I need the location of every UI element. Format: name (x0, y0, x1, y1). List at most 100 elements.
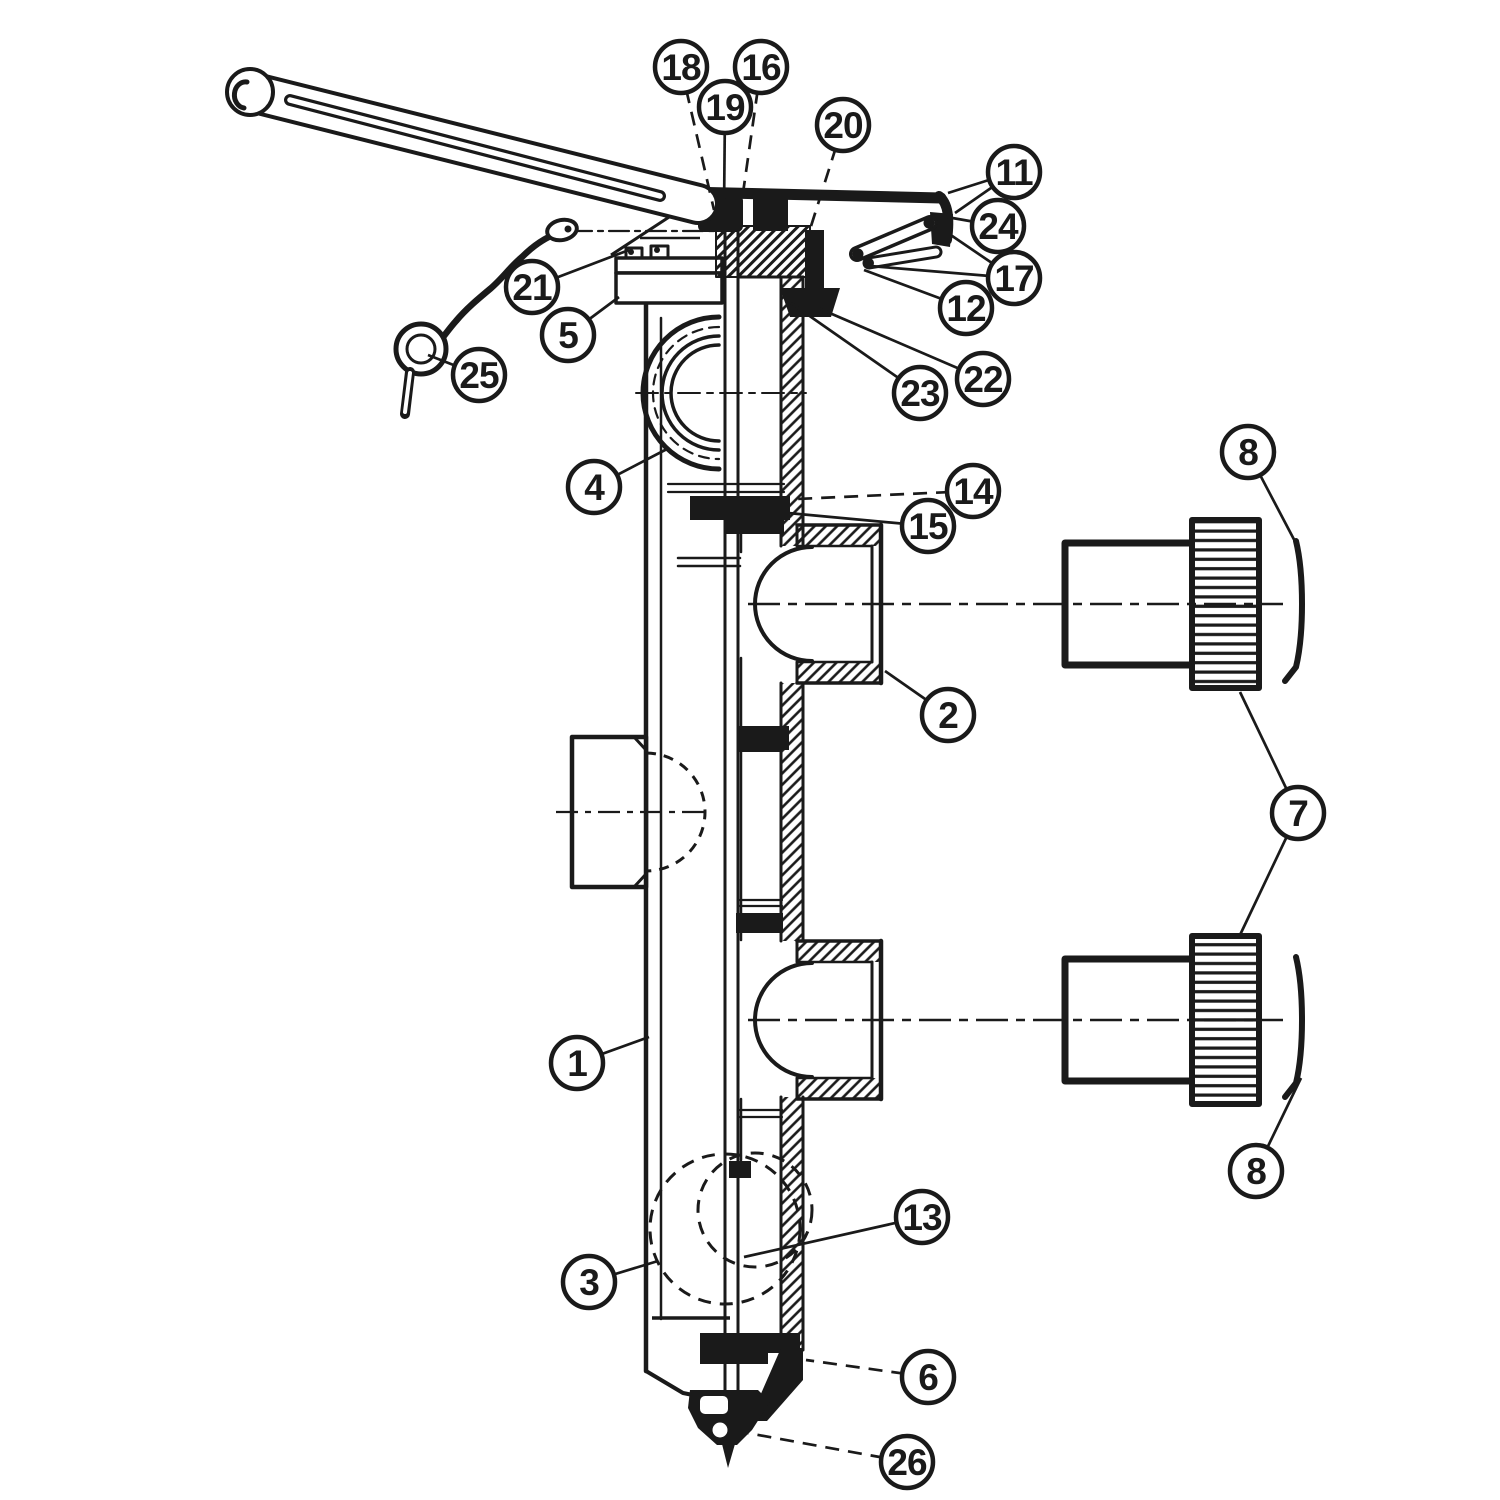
callout-18: 18 (652, 38, 710, 96)
callout-19: 19 (696, 78, 754, 136)
callout-14: 14 (944, 462, 1002, 520)
callout-circle (899, 1348, 957, 1406)
callout-circle (985, 249, 1043, 307)
callout-20: 20 (814, 96, 872, 154)
top-assembly (570, 186, 954, 317)
lanyard-chain (431, 229, 562, 352)
callout-circle (919, 686, 977, 744)
ball-hidden (648, 1151, 814, 1320)
leader-line-22 (817, 306, 984, 381)
callout-22: 22 (954, 350, 1012, 408)
callout-number: 2 (938, 695, 958, 736)
callout-number: 21 (512, 267, 552, 308)
callout-24: 24 (969, 197, 1027, 255)
callout-25: 25 (450, 346, 508, 404)
callout-circle (696, 78, 754, 136)
callout-circle (944, 462, 1002, 520)
callout-circle (893, 1188, 951, 1246)
drain-tip (722, 1444, 735, 1468)
callout-number: 3 (579, 1262, 599, 1303)
centerlines (748, 602, 1283, 1022)
handle-knob-slot (231, 79, 250, 111)
callout-1: 1 (548, 1034, 606, 1092)
callout-number: 17 (994, 258, 1033, 299)
callout-11: 11 (985, 143, 1043, 201)
callout-circle (954, 350, 1012, 408)
callout-23: 23 (891, 364, 949, 422)
callout-number: 15 (908, 506, 948, 547)
leader-line-6 (805, 1358, 929, 1379)
callout-13: 13 (893, 1188, 951, 1246)
callout-circle (985, 143, 1043, 201)
drain-hole (712, 1422, 728, 1438)
retainer-clip (1282, 538, 1305, 684)
callout-number: 13 (902, 1197, 942, 1238)
callout-5: 5 (539, 306, 597, 364)
callout-circle (1269, 784, 1327, 842)
callout-circle (1219, 423, 1277, 481)
callout-number: 6 (918, 1357, 938, 1398)
callout-17: 17 (985, 249, 1043, 307)
callout-circle (891, 364, 949, 422)
callout-number: 5 (558, 315, 578, 356)
callout-circle (548, 1034, 606, 1092)
callout-12: 12 (937, 279, 995, 337)
callout-circle (652, 38, 710, 96)
callout-number: 4 (584, 467, 605, 508)
callout-number: 23 (900, 373, 940, 414)
callout-circle (878, 1433, 936, 1491)
callout-circle (1227, 1142, 1285, 1200)
top-plate (680, 186, 947, 204)
callout-number: 1 (567, 1043, 587, 1084)
callout-circle (450, 346, 508, 404)
bottom-assembly (644, 1333, 803, 1468)
callout-number: 18 (661, 47, 701, 88)
pull-ring (393, 321, 449, 377)
callout-circle (539, 306, 597, 364)
callout-8-upper: 8 (1219, 423, 1277, 481)
mid-port (753, 522, 884, 686)
callout-number: 22 (963, 359, 1003, 400)
callout-3: 3 (560, 1253, 618, 1311)
callout-circle (969, 197, 1027, 255)
callout-number: 14 (953, 471, 994, 512)
callout-number: 8 (1238, 432, 1258, 473)
lanyard-eyelet (545, 217, 579, 243)
spring-block (753, 199, 788, 231)
valve-stem (723, 230, 740, 1435)
linkage-arms (849, 215, 943, 270)
callout-8-lower: 8 (1227, 1142, 1285, 1200)
callout-16: 16 (732, 38, 790, 96)
callout-circle (937, 279, 995, 337)
retainer-clip (1282, 954, 1305, 1100)
callout-circle (503, 258, 561, 316)
callout-circle (814, 96, 872, 154)
callout-number: 25 (459, 355, 499, 396)
callout-number: 20 (823, 105, 863, 146)
callout-number: 16 (741, 47, 781, 88)
callout-21: 21 (503, 258, 561, 316)
callout-circle (560, 1253, 618, 1311)
leader-line-20 (804, 124, 845, 243)
callout-circle (732, 38, 790, 96)
callout-6: 6 (899, 1348, 957, 1406)
callout-number: 19 (705, 87, 745, 128)
pivot-housing (635, 314, 807, 472)
callout-number: 8 (1246, 1151, 1266, 1192)
callout-circle (565, 458, 623, 516)
lanyard (393, 217, 579, 419)
callout-circle (899, 497, 957, 555)
leader-line-13 (743, 1215, 923, 1259)
callout-number: 12 (946, 288, 986, 329)
callout-2: 2 (919, 686, 977, 744)
callout-number: 24 (978, 206, 1019, 247)
spring (715, 225, 811, 278)
callout-15: 15 (899, 497, 957, 555)
callout-26: 26 (878, 1433, 936, 1491)
callout-number: 11 (995, 152, 1033, 193)
callout-number: 26 (887, 1442, 927, 1483)
left-port (556, 734, 707, 890)
